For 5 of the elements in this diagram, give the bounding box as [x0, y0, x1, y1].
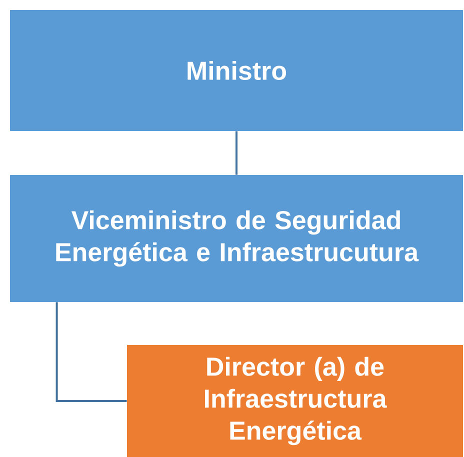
- org-box: Viceministro de Seguridad Energética e Infraestrucutura: [10, 175, 463, 302]
- org-box: Director (a) de Infraestructura Energética: [127, 344, 463, 457]
- connector-line: [236, 131, 238, 175]
- org-box: Ministro: [10, 10, 463, 131]
- connector-line: [56, 302, 127, 402]
